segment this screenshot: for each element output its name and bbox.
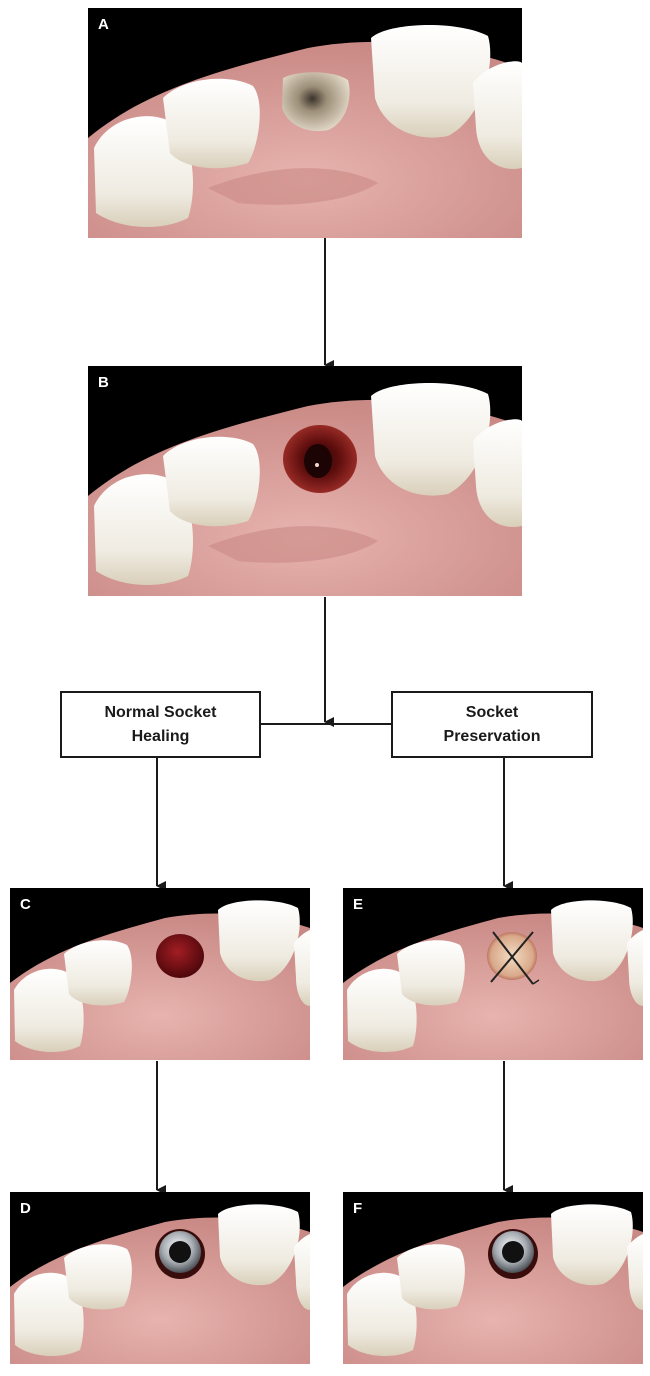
dental-illustration-f (343, 1192, 643, 1364)
socket-preservation-line1: Socket (465, 703, 519, 721)
socket-preservation-line2: Preservation (443, 727, 541, 745)
dental-illustration-e (343, 888, 643, 1060)
panel-f-label: F (353, 1200, 363, 1217)
normal-socket-healing-box: Normal Socket Healing (60, 691, 261, 758)
panel-e-label: E (353, 896, 364, 913)
panel-d-implant: D (10, 1192, 310, 1364)
panel-f-implant: F (343, 1192, 643, 1364)
dental-illustration-c (10, 888, 310, 1060)
panel-b-extraction-socket: B (88, 366, 522, 596)
panel-b-label: B (98, 374, 109, 391)
panel-c-blood-clot: C (10, 888, 310, 1060)
dental-illustration-d (10, 1192, 310, 1364)
normal-socket-healing-line1: Normal Socket (104, 703, 217, 721)
panel-e-graft-sutured: E (343, 888, 643, 1060)
panel-d-label: D (20, 1200, 31, 1217)
panel-c-label: C (20, 896, 31, 913)
dental-illustration-a (88, 8, 522, 238)
dental-illustration-b (88, 366, 522, 596)
panel-a-label: A (98, 16, 109, 33)
socket-preservation-box: Socket Preservation (391, 691, 593, 758)
panel-a-intact-tooth: A (88, 8, 522, 238)
normal-socket-healing-line2: Healing (131, 727, 190, 745)
